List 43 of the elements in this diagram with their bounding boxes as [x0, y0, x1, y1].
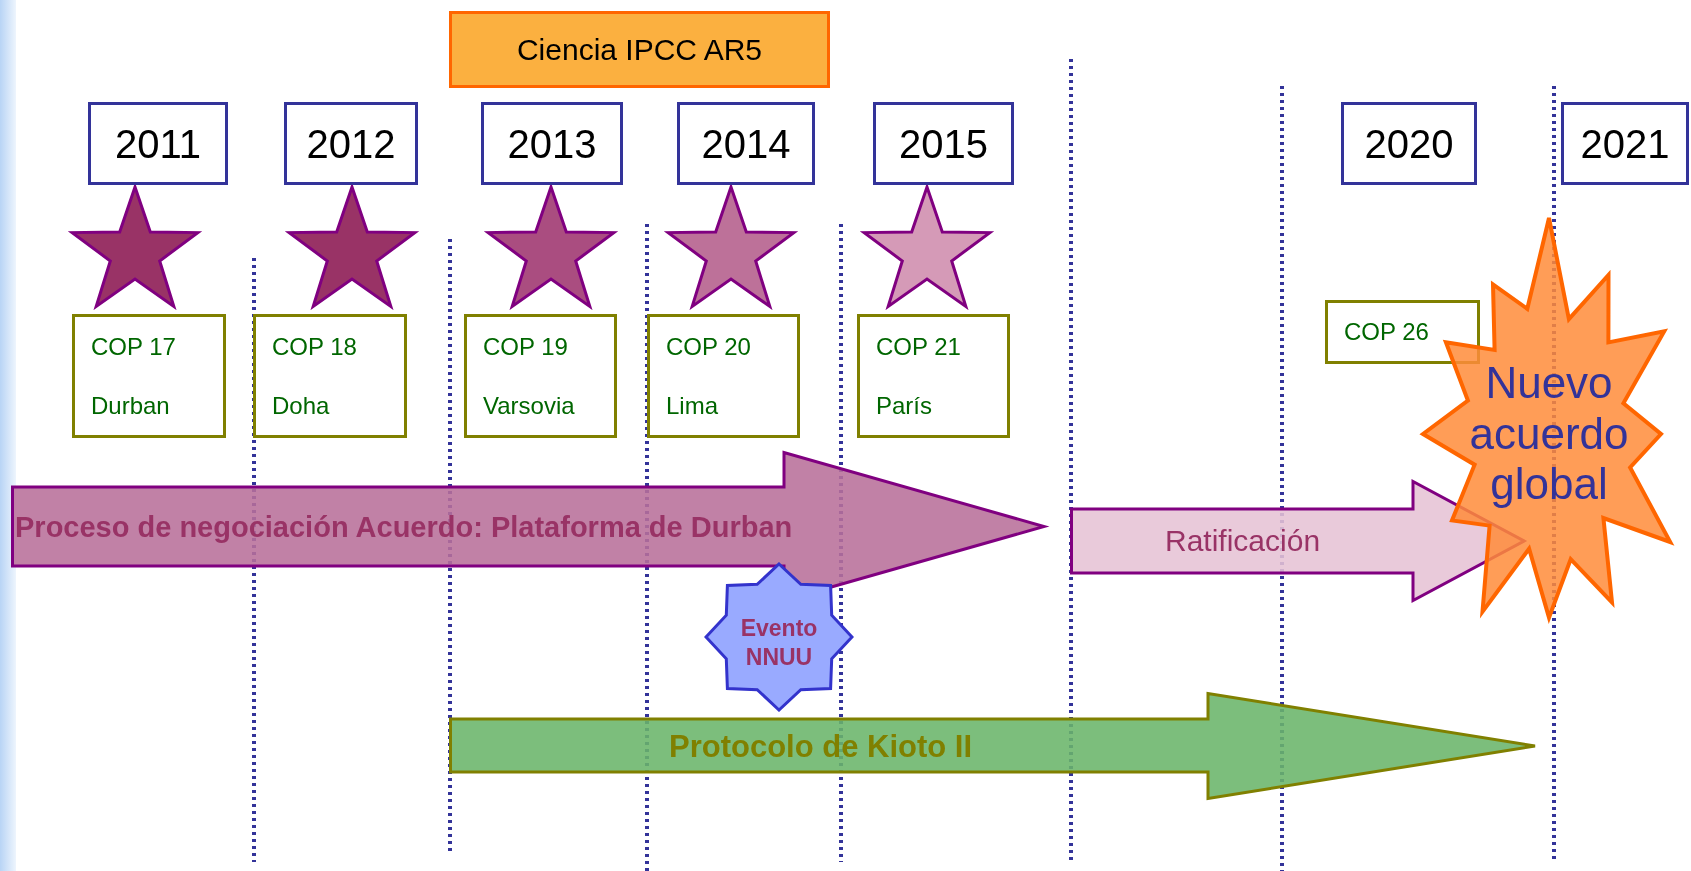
year-box — [1561, 102, 1689, 185]
year-label: 2020 — [1364, 120, 1454, 168]
cop-box — [857, 314, 1010, 438]
cop-label: COP 21 — [876, 331, 961, 362]
city-label: París — [876, 390, 932, 421]
cop-box — [464, 314, 617, 438]
star-shape — [661, 185, 801, 310]
year-box — [88, 102, 228, 185]
year-box — [873, 102, 1014, 185]
city-label: Lima — [666, 390, 719, 421]
city-label: Durban — [91, 390, 170, 421]
burst-label: Nuevo acuerdo global — [1468, 358, 1630, 510]
year-label: 2015 — [899, 120, 988, 168]
year-label: 2014 — [701, 120, 791, 168]
band-label: Ratificación — [1165, 526, 1321, 556]
year-label: 2013 — [507, 120, 597, 168]
cop-label: COP 20 — [666, 331, 751, 362]
year-label: 2021 — [1580, 120, 1670, 168]
city-label: Varsovia — [483, 390, 575, 421]
cop-label: COP 19 — [483, 331, 568, 362]
box-label: Ciencia IPCC AR5 — [516, 32, 763, 68]
year-label: 2012 — [306, 120, 396, 168]
band-label: Protocolo de Kioto II — [669, 730, 973, 761]
star-shape — [857, 185, 997, 310]
city-label: Doha — [272, 390, 330, 421]
cop-box — [1325, 300, 1480, 364]
cop-box — [647, 314, 800, 438]
cop-label: COP 18 — [272, 331, 357, 362]
cop-label: COP 26 — [1344, 317, 1429, 347]
year-box — [284, 102, 418, 185]
cop-box — [72, 314, 226, 438]
year-label: 2011 — [115, 120, 201, 168]
cop-label: COP 17 — [91, 331, 176, 362]
star-shape — [65, 185, 205, 310]
cop-box — [253, 314, 407, 438]
science-box — [449, 11, 830, 88]
star-shape — [481, 185, 621, 310]
year-box — [481, 102, 623, 185]
year-box — [677, 102, 815, 185]
star-shape — [282, 185, 422, 310]
year-box — [1341, 102, 1477, 185]
band-label: Proceso de negociación Acuerdo: Plataforma de Durban — [15, 512, 793, 541]
event-label: Evento NNUU — [739, 614, 819, 672]
